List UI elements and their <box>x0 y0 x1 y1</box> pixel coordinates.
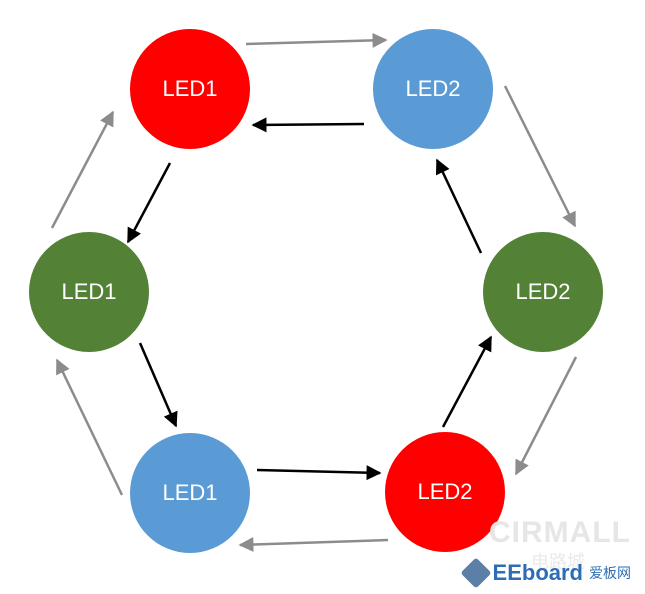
node-label: LED2 <box>515 279 571 304</box>
node-led1-blue: LED1 <box>130 433 250 553</box>
node-led2-red: LED2 <box>385 432 505 552</box>
watermark-cirmall-cn: 电路城 <box>531 552 585 572</box>
arrow-led1-green-to-led1-red <box>50 110 115 229</box>
node-led2-blue: LED2 <box>373 29 493 149</box>
arrow-led1-blue-to-led2-red <box>256 465 382 481</box>
node-led1-red: LED1 <box>130 29 250 149</box>
node-label: LED2 <box>405 76 461 101</box>
watermark-brand: EEboard <box>492 560 583 585</box>
node-led2-green: LED2 <box>483 232 603 352</box>
node-label: LED1 <box>61 279 117 304</box>
watermark-eeboard: EEboard 爱板网 <box>459 557 631 589</box>
arrow-led2-green-to-led2-blue <box>435 158 483 254</box>
node-label: LED1 <box>162 480 218 505</box>
watermark-cirmall: CIRMALL <box>489 516 631 549</box>
arrow-led2-red-to-led1-blue <box>238 537 389 553</box>
node-label: LED2 <box>417 479 473 504</box>
arrow-led2-blue-to-led2-green <box>503 85 577 228</box>
arrow-led1-green-to-led1-blue <box>138 342 178 428</box>
watermark-brand-cn: 爱板网 <box>589 565 631 581</box>
node-label: LED1 <box>162 76 218 101</box>
arrow-led1-red-to-led2-blue <box>245 32 388 48</box>
arrow-led2-red-to-led2-green <box>441 335 493 428</box>
arrow-led2-green-to-led2-red <box>514 356 578 476</box>
node-led1-green: LED1 <box>29 232 149 352</box>
arrow-led1-red-to-led1-green <box>126 162 172 244</box>
eeboard-logo-icon <box>459 557 492 589</box>
arrow-led2-blue-to-led1-red <box>251 117 365 133</box>
arrow-led1-blue-to-led1-green <box>55 358 124 496</box>
